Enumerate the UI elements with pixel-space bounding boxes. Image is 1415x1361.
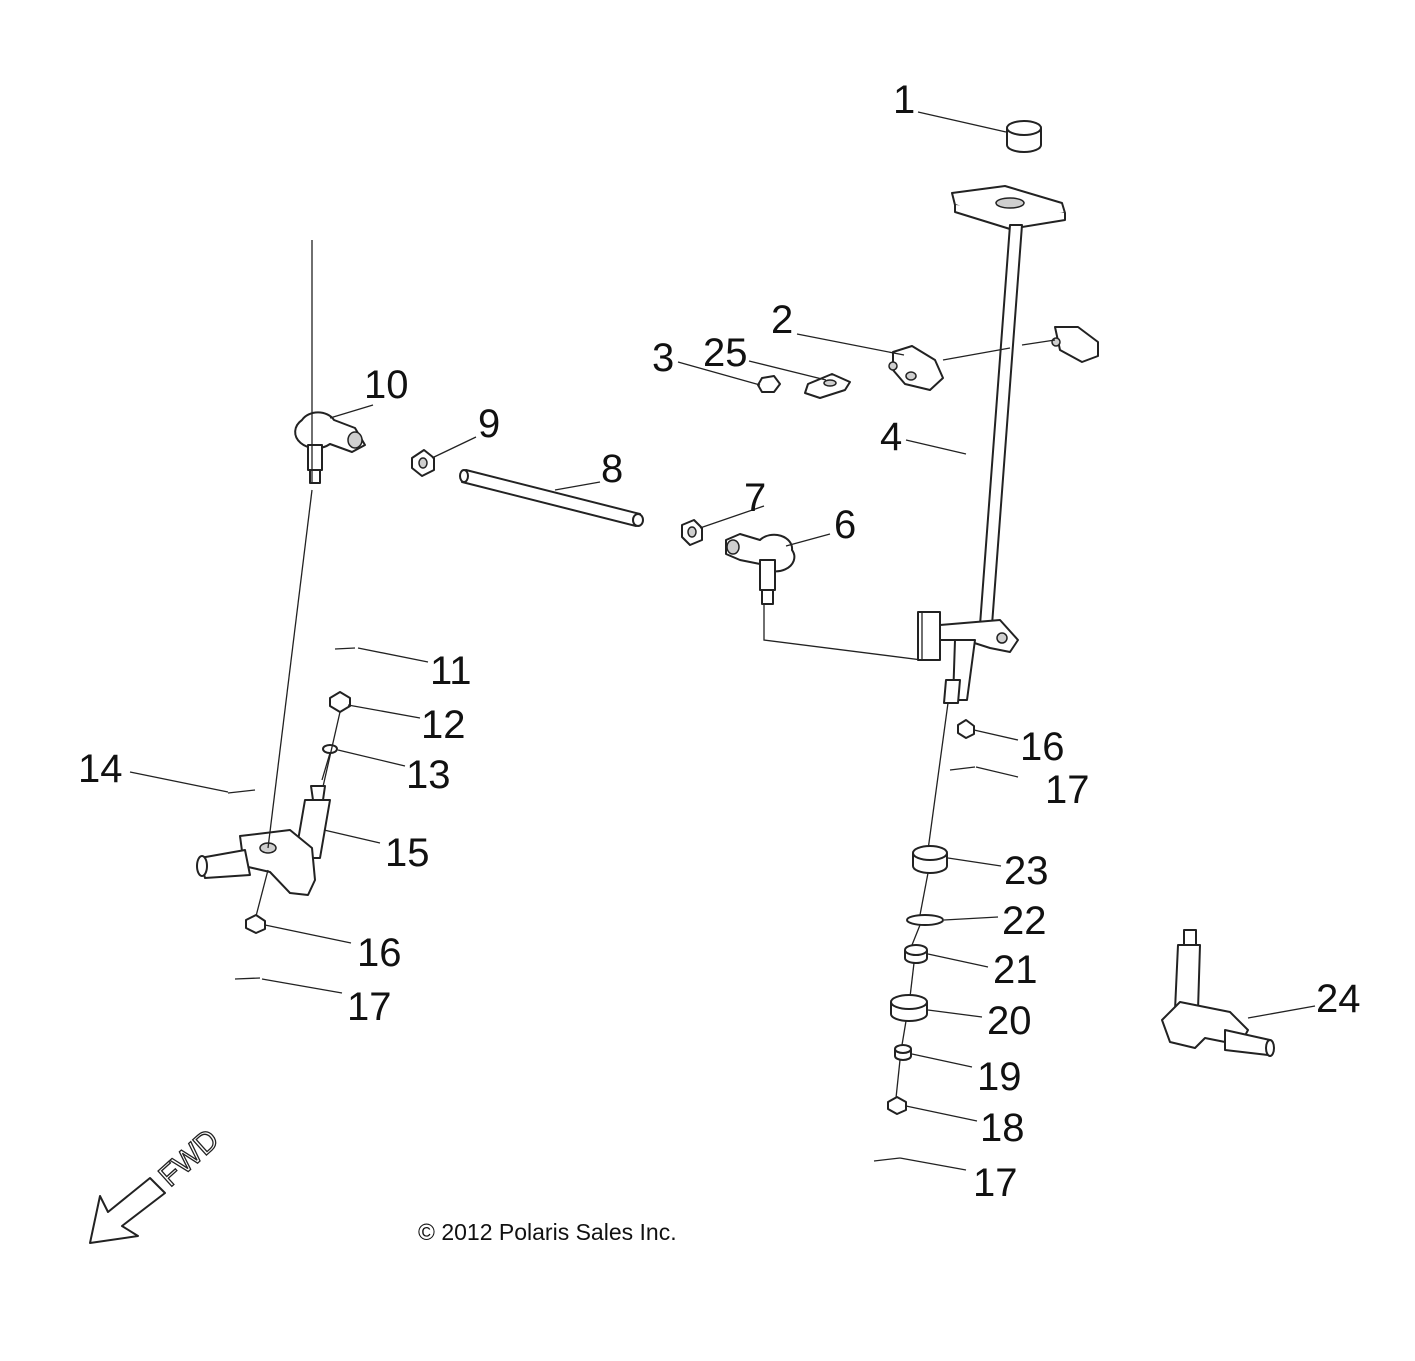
callout-18: 18 xyxy=(980,1106,1025,1150)
part-spindle-right xyxy=(1161,929,1275,1057)
callout-21: 21 xyxy=(993,948,1038,992)
part-nut-16-left xyxy=(245,914,266,934)
callout-10: 10 xyxy=(364,363,409,407)
part-nut-9 xyxy=(411,449,435,477)
part-lower-stack-right xyxy=(887,702,975,1115)
part-cap xyxy=(1006,120,1042,153)
callout-4: 4 xyxy=(880,415,902,459)
callout-1: 1 xyxy=(893,78,915,122)
callout-23: 23 xyxy=(1004,849,1049,893)
part-nut-7 xyxy=(681,519,703,546)
callout-2: 2 xyxy=(771,298,793,342)
callout-16-left: 16 xyxy=(357,931,402,975)
part-rod xyxy=(459,469,644,527)
callout-numbers: 1 2 3 25 4 10 9 8 7 6 11 12 13 14 15 16 … xyxy=(78,78,1361,1205)
callout-leaders xyxy=(129,111,1316,1171)
callout-6: 6 xyxy=(834,503,856,547)
part-spindle-left xyxy=(196,240,331,921)
callout-14: 14 xyxy=(78,747,123,791)
callout-3: 3 xyxy=(652,336,674,380)
callout-13: 13 xyxy=(406,753,451,797)
callout-19: 19 xyxy=(977,1055,1022,1099)
part-tie-rod-end-6 xyxy=(725,533,923,661)
callout-8: 8 xyxy=(601,447,623,491)
part-tie-rod-end-10 xyxy=(294,411,366,484)
callout-25: 25 xyxy=(703,331,748,375)
callout-17-right-upper: 17 xyxy=(1045,768,1090,812)
callout-22: 22 xyxy=(1002,899,1047,943)
callout-12: 12 xyxy=(421,703,466,747)
part-steering-post xyxy=(917,185,1066,704)
copyright-notice: © 2012 Polaris Sales Inc. xyxy=(418,1219,677,1245)
part-plate xyxy=(804,373,851,399)
part-cotter-pins xyxy=(227,647,976,1162)
callout-24: 24 xyxy=(1316,977,1361,1021)
callout-17-left: 17 xyxy=(347,985,392,1029)
part-upper-bracket xyxy=(888,326,1099,391)
callout-20: 20 xyxy=(987,999,1032,1043)
callout-11: 11 xyxy=(430,649,472,693)
callout-17-right-lower: 17 xyxy=(973,1161,1018,1205)
part-nut-3 xyxy=(757,375,781,393)
fwd-arrow: FWD xyxy=(89,1122,226,1244)
callout-9: 9 xyxy=(478,402,500,446)
callout-16-right: 16 xyxy=(1020,725,1065,769)
callout-15: 15 xyxy=(385,831,430,875)
fwd-label: FWD xyxy=(153,1123,226,1193)
callout-7: 7 xyxy=(744,476,766,520)
